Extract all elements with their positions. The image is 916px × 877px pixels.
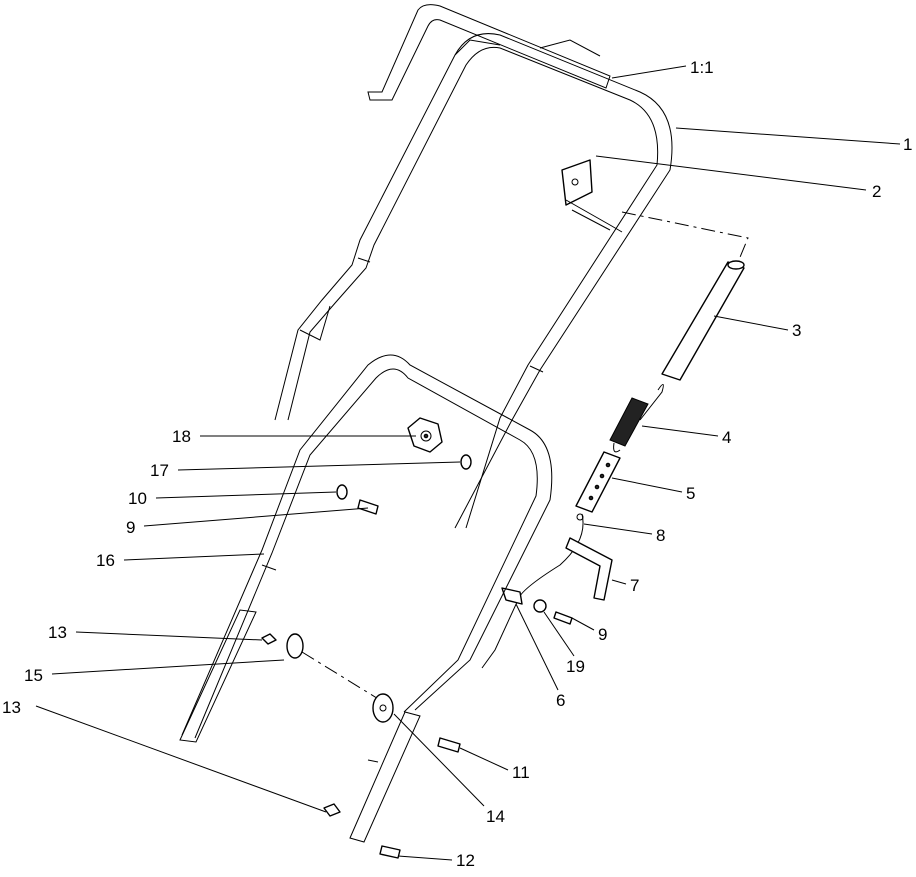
callout-12: 12: [456, 851, 475, 870]
washer-15: [286, 633, 304, 659]
knob: [407, 417, 443, 453]
callout-14: 14: [486, 807, 505, 826]
callout-8: 8: [656, 526, 665, 545]
callout-1: 1: [903, 135, 912, 154]
bolt-9-left: [357, 499, 379, 515]
callout-7: 7: [630, 576, 639, 595]
callout-9-right: 9: [598, 625, 607, 644]
adjuster-plate: [575, 451, 621, 513]
lower-handle: [179, 354, 553, 843]
cable-clip: [501, 587, 523, 605]
bolt-11: [437, 737, 461, 753]
cable-bracket: [561, 159, 623, 233]
callout-18: 18: [172, 427, 191, 446]
callout-13-upper: 13: [48, 623, 67, 642]
callout-2: 2: [872, 182, 881, 201]
callout-labels: 1:1 1 2 3 4 5 18 17 10 9 8 16 7 9 13 19 …: [2, 58, 912, 870]
callout-10: 10: [128, 489, 147, 508]
bolt-12: [379, 845, 401, 859]
upper-handle: [274, 33, 673, 529]
control-cable: [481, 513, 584, 669]
callout-16: 16: [96, 551, 115, 570]
spring: [609, 384, 664, 453]
bail-bar: [367, 4, 611, 101]
grip-sleeve: [661, 260, 745, 381]
spacer-14: [372, 693, 394, 723]
callout-15: 15: [24, 666, 43, 685]
nut-13-upper: [261, 633, 277, 645]
callout-6: 6: [556, 691, 565, 710]
callout-3: 3: [792, 321, 801, 340]
callout-13-lower: 13: [2, 698, 21, 717]
callout-19: 19: [566, 657, 585, 676]
pin: [565, 537, 613, 601]
callout-4: 4: [722, 428, 731, 447]
callout-11: 11: [512, 763, 530, 782]
leader-lines: [35, 65, 901, 861]
washer-10: [336, 484, 348, 500]
centerline-grip: [621, 211, 749, 263]
nut-13-lower: [323, 803, 341, 817]
washer-17: [460, 454, 472, 470]
callout-1-1: 1:1: [690, 58, 714, 77]
callout-5: 5: [686, 484, 695, 503]
centerline-spacer: [301, 651, 381, 701]
callout-17: 17: [150, 461, 169, 480]
bolt-9-right: [553, 611, 573, 625]
callout-9-left: 9: [126, 518, 135, 537]
washer-19: [533, 599, 547, 613]
